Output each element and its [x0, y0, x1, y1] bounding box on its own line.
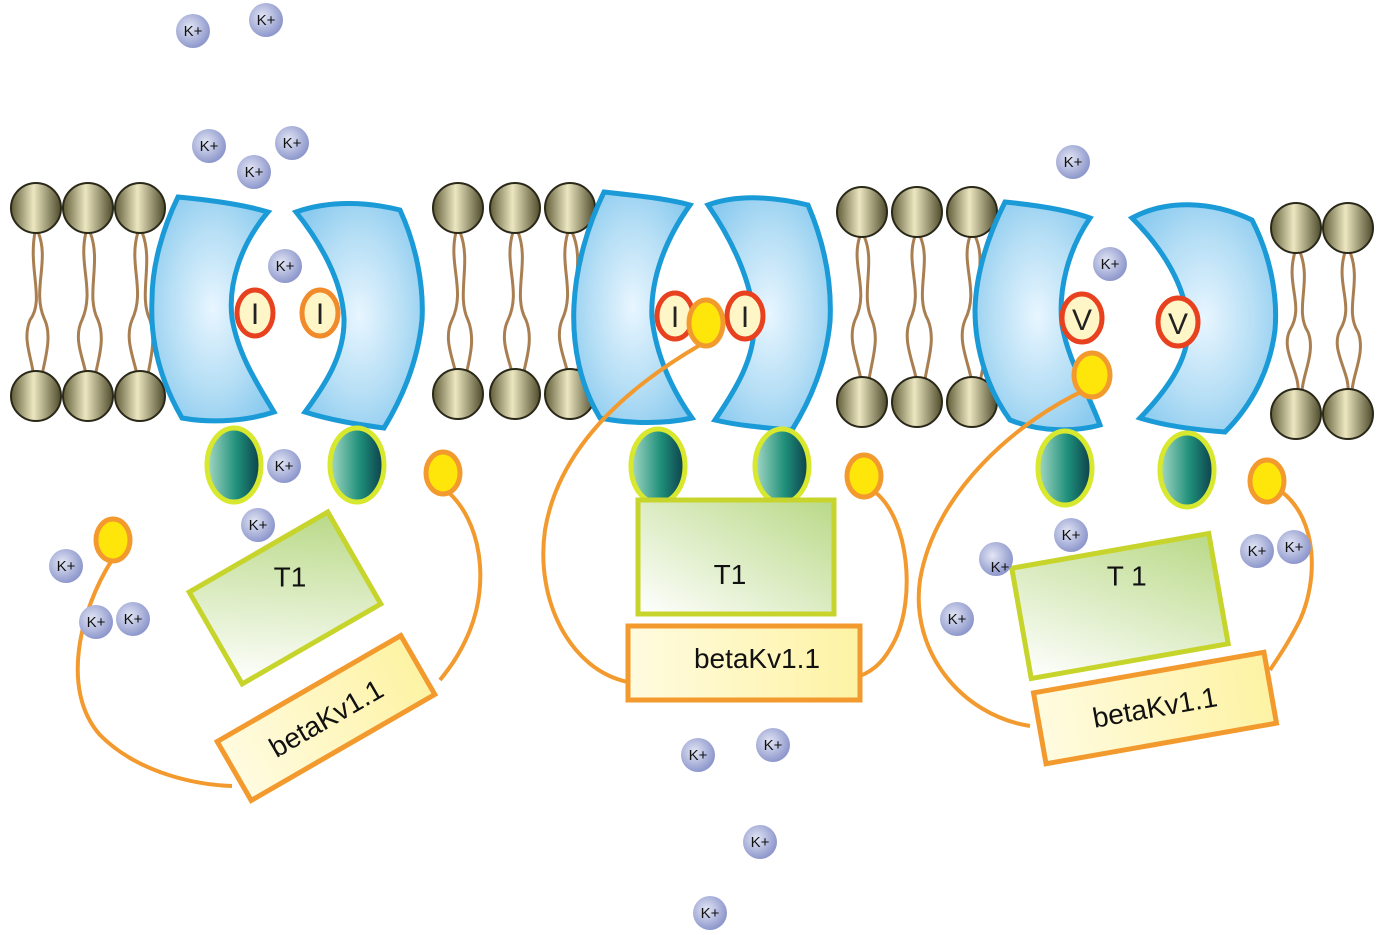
svg-text:K+: K+: [57, 558, 76, 575]
k-ion: K+: [1093, 247, 1127, 281]
k-ion: K+: [79, 605, 113, 639]
chain-middle-a: [541, 343, 702, 684]
svg-text:K+: K+: [689, 747, 708, 764]
svg-text:K+: K+: [701, 905, 720, 922]
inactivation-ball-middle-a: [686, 297, 726, 349]
svg-text:K+: K+: [184, 23, 203, 40]
svg-text:K+: K+: [283, 135, 302, 152]
chain-right-b: [1268, 490, 1314, 672]
residue-middle-b-label: I: [741, 301, 749, 334]
channel-left-subunit-b: [291, 201, 425, 431]
svg-text:K+: K+: [249, 517, 268, 534]
chain-middle-b: [859, 490, 909, 678]
inactivation-ball-left-b: [423, 449, 463, 497]
k-ion: K+: [979, 542, 1013, 576]
residue-right-a-label: V: [1072, 304, 1092, 337]
channel-left: I I T1 betaKv1.1: [75, 194, 483, 804]
k-ion: K+: [268, 249, 302, 283]
k-ion: K+: [1056, 145, 1090, 179]
residue-left-b: [299, 287, 341, 339]
residue-right-b-label: V: [1168, 308, 1188, 341]
t1-box-middle: [635, 497, 837, 617]
oval-left-b: [327, 425, 387, 505]
beta-box-right: [1030, 649, 1280, 767]
svg-text:K+: K+: [245, 164, 264, 181]
svg-text:K+: K+: [257, 12, 276, 29]
oval-middle-b: [752, 426, 812, 506]
svg-text:K+: K+: [948, 611, 967, 628]
lipid-heads: [10, 182, 1374, 440]
svg-text:K+: K+: [1285, 539, 1304, 556]
residue-middle-b: [724, 290, 766, 342]
inactivation-ball-left-a: [93, 516, 133, 564]
svg-text:K+: K+: [275, 458, 294, 475]
oval-right-b: [1157, 430, 1217, 510]
residue-right-b: [1155, 295, 1201, 349]
k-ion: K+: [241, 508, 275, 542]
inactivation-ball-right-a: [1071, 350, 1113, 400]
k-ion: K+: [756, 728, 790, 762]
k-ion: K+: [49, 549, 83, 583]
channel-right: V V T 1 betaKv1.1: [916, 199, 1314, 767]
inactivation-ball-middle-b: [844, 452, 884, 500]
k-ion: K+: [1277, 530, 1311, 564]
svg-text:K+: K+: [200, 138, 219, 155]
svg-text:K+: K+: [764, 737, 783, 754]
k-ion: K+: [275, 126, 309, 160]
k-ion: K+: [1240, 534, 1274, 568]
svg-text:K+: K+: [1064, 154, 1083, 171]
beta-box-middle: [625, 623, 863, 703]
chain-left-b: [438, 490, 483, 682]
svg-text:K+: K+: [1062, 527, 1081, 544]
k-ion: K+: [681, 738, 715, 772]
svg-text:K+: K+: [1101, 256, 1120, 273]
k-ion: K+: [116, 602, 150, 636]
k-ion: K+: [693, 896, 727, 930]
potassium-ions: K+ K+ K+ K+ K+ K+ K+ K+ K+ K+ K+ K+ K+ K…: [49, 3, 1311, 930]
residue-left-a-label: I: [251, 298, 259, 331]
k-ion: K+: [940, 602, 974, 636]
oval-middle-a: [628, 426, 688, 506]
channel-middle-subunit-a: [571, 189, 697, 425]
chain-right-a: [916, 388, 1086, 728]
lipid-bilayer: [10, 182, 1374, 440]
channel-right-subunit-a: [972, 199, 1104, 433]
svg-text:K+: K+: [276, 258, 295, 275]
k-ion: K+: [249, 3, 283, 37]
inactivation-ball-right-b: [1247, 457, 1287, 505]
k-ion: K+: [237, 155, 271, 189]
oval-right-a: [1035, 428, 1095, 508]
channel-right-subunit-b: [1127, 202, 1279, 435]
svg-text:K+: K+: [124, 611, 143, 628]
oval-left-a: [204, 425, 264, 505]
svg-text:K+: K+: [1248, 543, 1267, 560]
residue-left-b-label: I: [316, 298, 324, 331]
k-ion: K+: [743, 825, 777, 859]
t1-label-right: T 1: [1107, 560, 1147, 591]
beta-label-middle: betaKv1.1: [694, 643, 820, 674]
residue-left-a: [234, 287, 276, 339]
k-ion: K+: [176, 14, 210, 48]
t1-label-left: T1: [274, 562, 307, 593]
t1-box-right: [1008, 530, 1232, 682]
channel-left-subunit-a: [149, 194, 278, 424]
t1-box-left: [185, 508, 385, 688]
k-ion: K+: [267, 449, 301, 483]
residue-right-a: [1059, 291, 1105, 345]
svg-text:K+: K+: [991, 559, 1010, 576]
t1-label-middle: T1: [714, 559, 747, 590]
residue-middle-a-label: I: [671, 301, 679, 334]
svg-text:K+: K+: [87, 614, 106, 631]
beta-box-left: [213, 632, 439, 804]
k-ion: K+: [192, 129, 226, 163]
k-ion: K+: [1054, 518, 1088, 552]
svg-text:K+: K+: [751, 834, 770, 851]
channel-middle: I I T1 betaKv1.1: [541, 189, 909, 703]
